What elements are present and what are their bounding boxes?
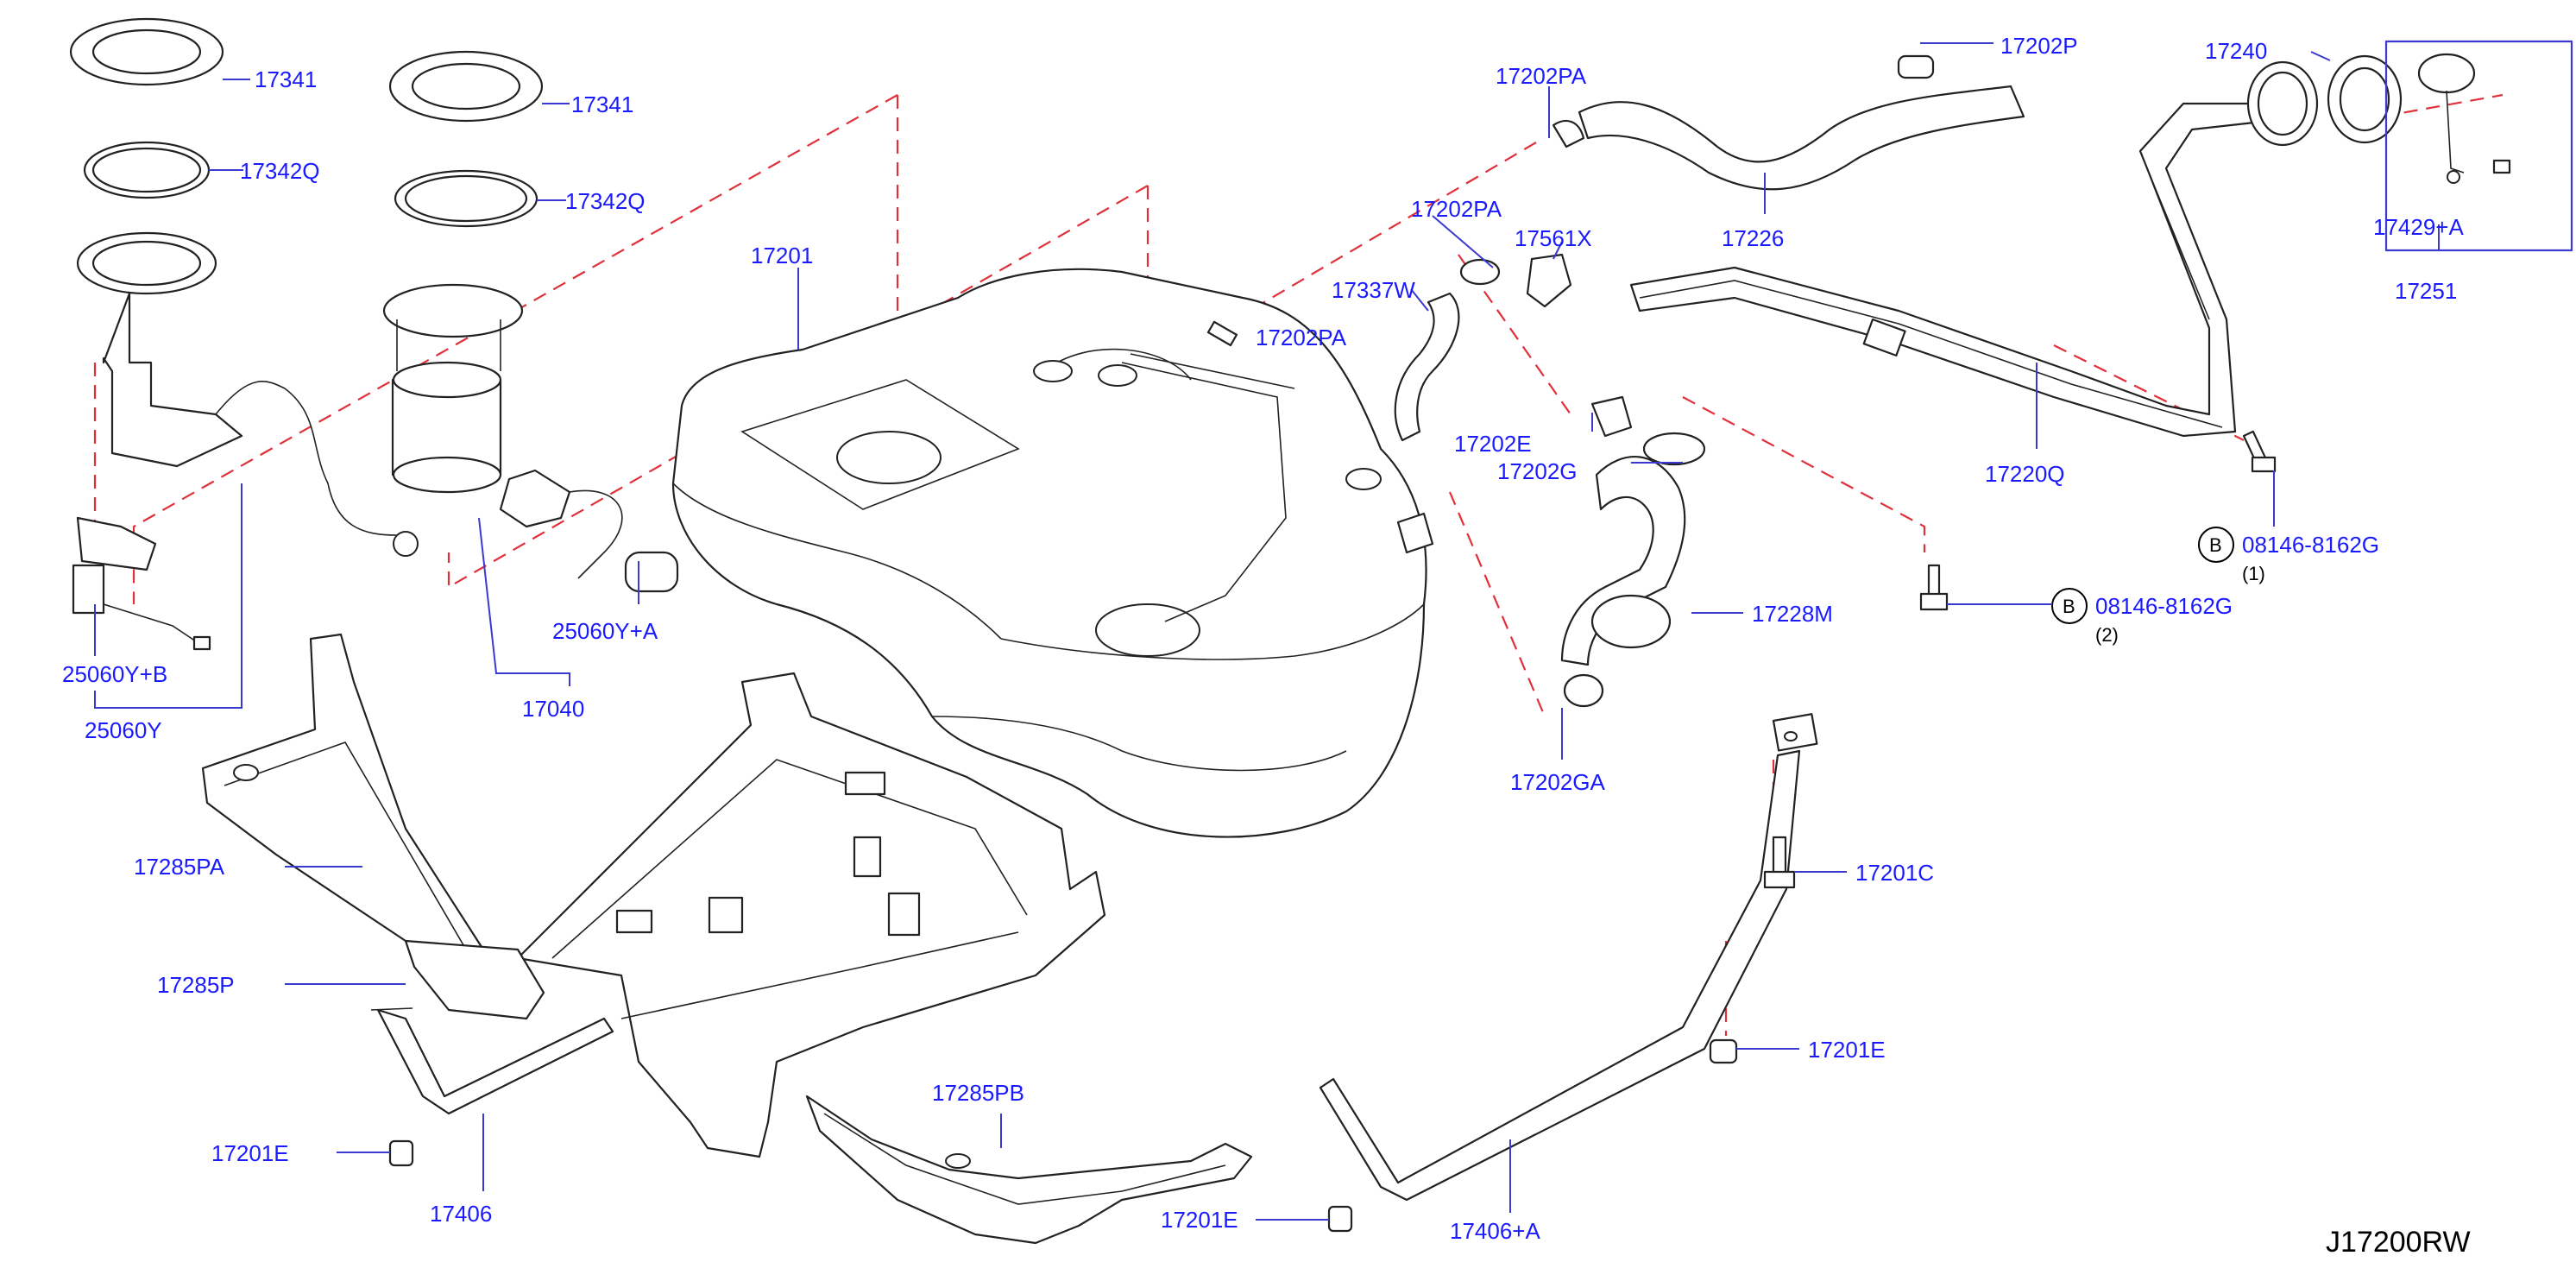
fuel-pump-center [382, 50, 679, 593]
callout-17201e-left: 17201E [211, 1140, 289, 1166]
callout-17341-left: 17341 [255, 66, 317, 92]
callout-17342q-right: 17342Q [565, 188, 646, 214]
heat-shield-17285p [404, 939, 545, 1020]
callout-17251: 17251 [2395, 278, 2457, 304]
callout-17201e-bottom: 17201E [1161, 1207, 1238, 1233]
filler-hoses [1394, 54, 2025, 708]
callout-17202pa-top: 17202PA [1496, 63, 1587, 89]
callout-17337w: 17337W [1332, 277, 1415, 303]
callout-bolt-1: 08146-8162G [2242, 532, 2379, 558]
bolt-marker-1 [2198, 527, 2234, 563]
fasteners [388, 159, 2511, 1233]
callout-17226: 17226 [1722, 225, 1784, 251]
heat-shield-17285pa [201, 633, 485, 964]
callout-17561x: 17561X [1515, 225, 1592, 251]
tank-straps [370, 713, 1818, 1202]
callout-17285pa: 17285PA [134, 854, 225, 880]
callout-17341-right: 17341 [571, 92, 633, 117]
leader-lines [94, 42, 2440, 1221]
callout-17202pa-upper: 17202PA [1411, 196, 1502, 222]
callout-25060y-b: 25060Y+B [62, 661, 167, 687]
callout-17285pb: 17285PB [932, 1080, 1024, 1106]
fuel-tank [671, 268, 1434, 838]
heat-shield-17285pb [805, 1095, 1253, 1245]
callout-25060y: 25060Y [85, 717, 162, 743]
filler-neck [1629, 40, 2573, 438]
callout-17202g: 17202G [1497, 458, 1578, 484]
callout-17202pa-mid: 17202PA [1256, 325, 1347, 350]
diagram-code: J17200RW [2326, 1226, 2471, 1259]
callout-17406-a: 17406+A [1450, 1218, 1540, 1244]
callout-17429-a: 17429+A [2373, 214, 2464, 240]
bolt-marker-2 [2051, 588, 2088, 624]
heat-shield-center [516, 672, 1106, 1158]
callout-17202p: 17202P [2000, 33, 2078, 59]
callout-17285p: 17285P [157, 972, 235, 998]
callout-17342q-left: 17342Q [240, 158, 320, 184]
callout-17202e: 17202E [1454, 431, 1532, 457]
callout-17201: 17201 [751, 243, 813, 268]
callout-bolt-2-qty: (2) [2095, 624, 2119, 646]
callout-bolt-2: 08146-8162G [2095, 593, 2233, 619]
bolt-markers: B B [2051, 527, 2234, 624]
callout-labels: 17341 17342Q 17341 17342Q 17201 25060Y+B… [62, 33, 2471, 1259]
callout-bolt-1-qty: (1) [2242, 563, 2265, 584]
callout-17240: 17240 [2205, 38, 2267, 64]
callout-17040: 17040 [522, 696, 584, 722]
callout-17220q: 17220Q [1985, 461, 2065, 487]
bolt-marker-2-letter: B [2063, 596, 2075, 617]
callout-17201c: 17201C [1855, 860, 1934, 886]
callout-17202ga: 17202GA [1510, 769, 1606, 795]
callout-17201e-right: 17201E [1808, 1037, 1886, 1063]
fuel-pump-left [69, 17, 419, 651]
callout-17228m: 17228M [1752, 601, 1833, 627]
bolt-marker-1-letter: B [2209, 534, 2222, 556]
callout-17406: 17406 [430, 1201, 492, 1227]
callout-25060y-a: 25060Y+A [552, 618, 658, 644]
